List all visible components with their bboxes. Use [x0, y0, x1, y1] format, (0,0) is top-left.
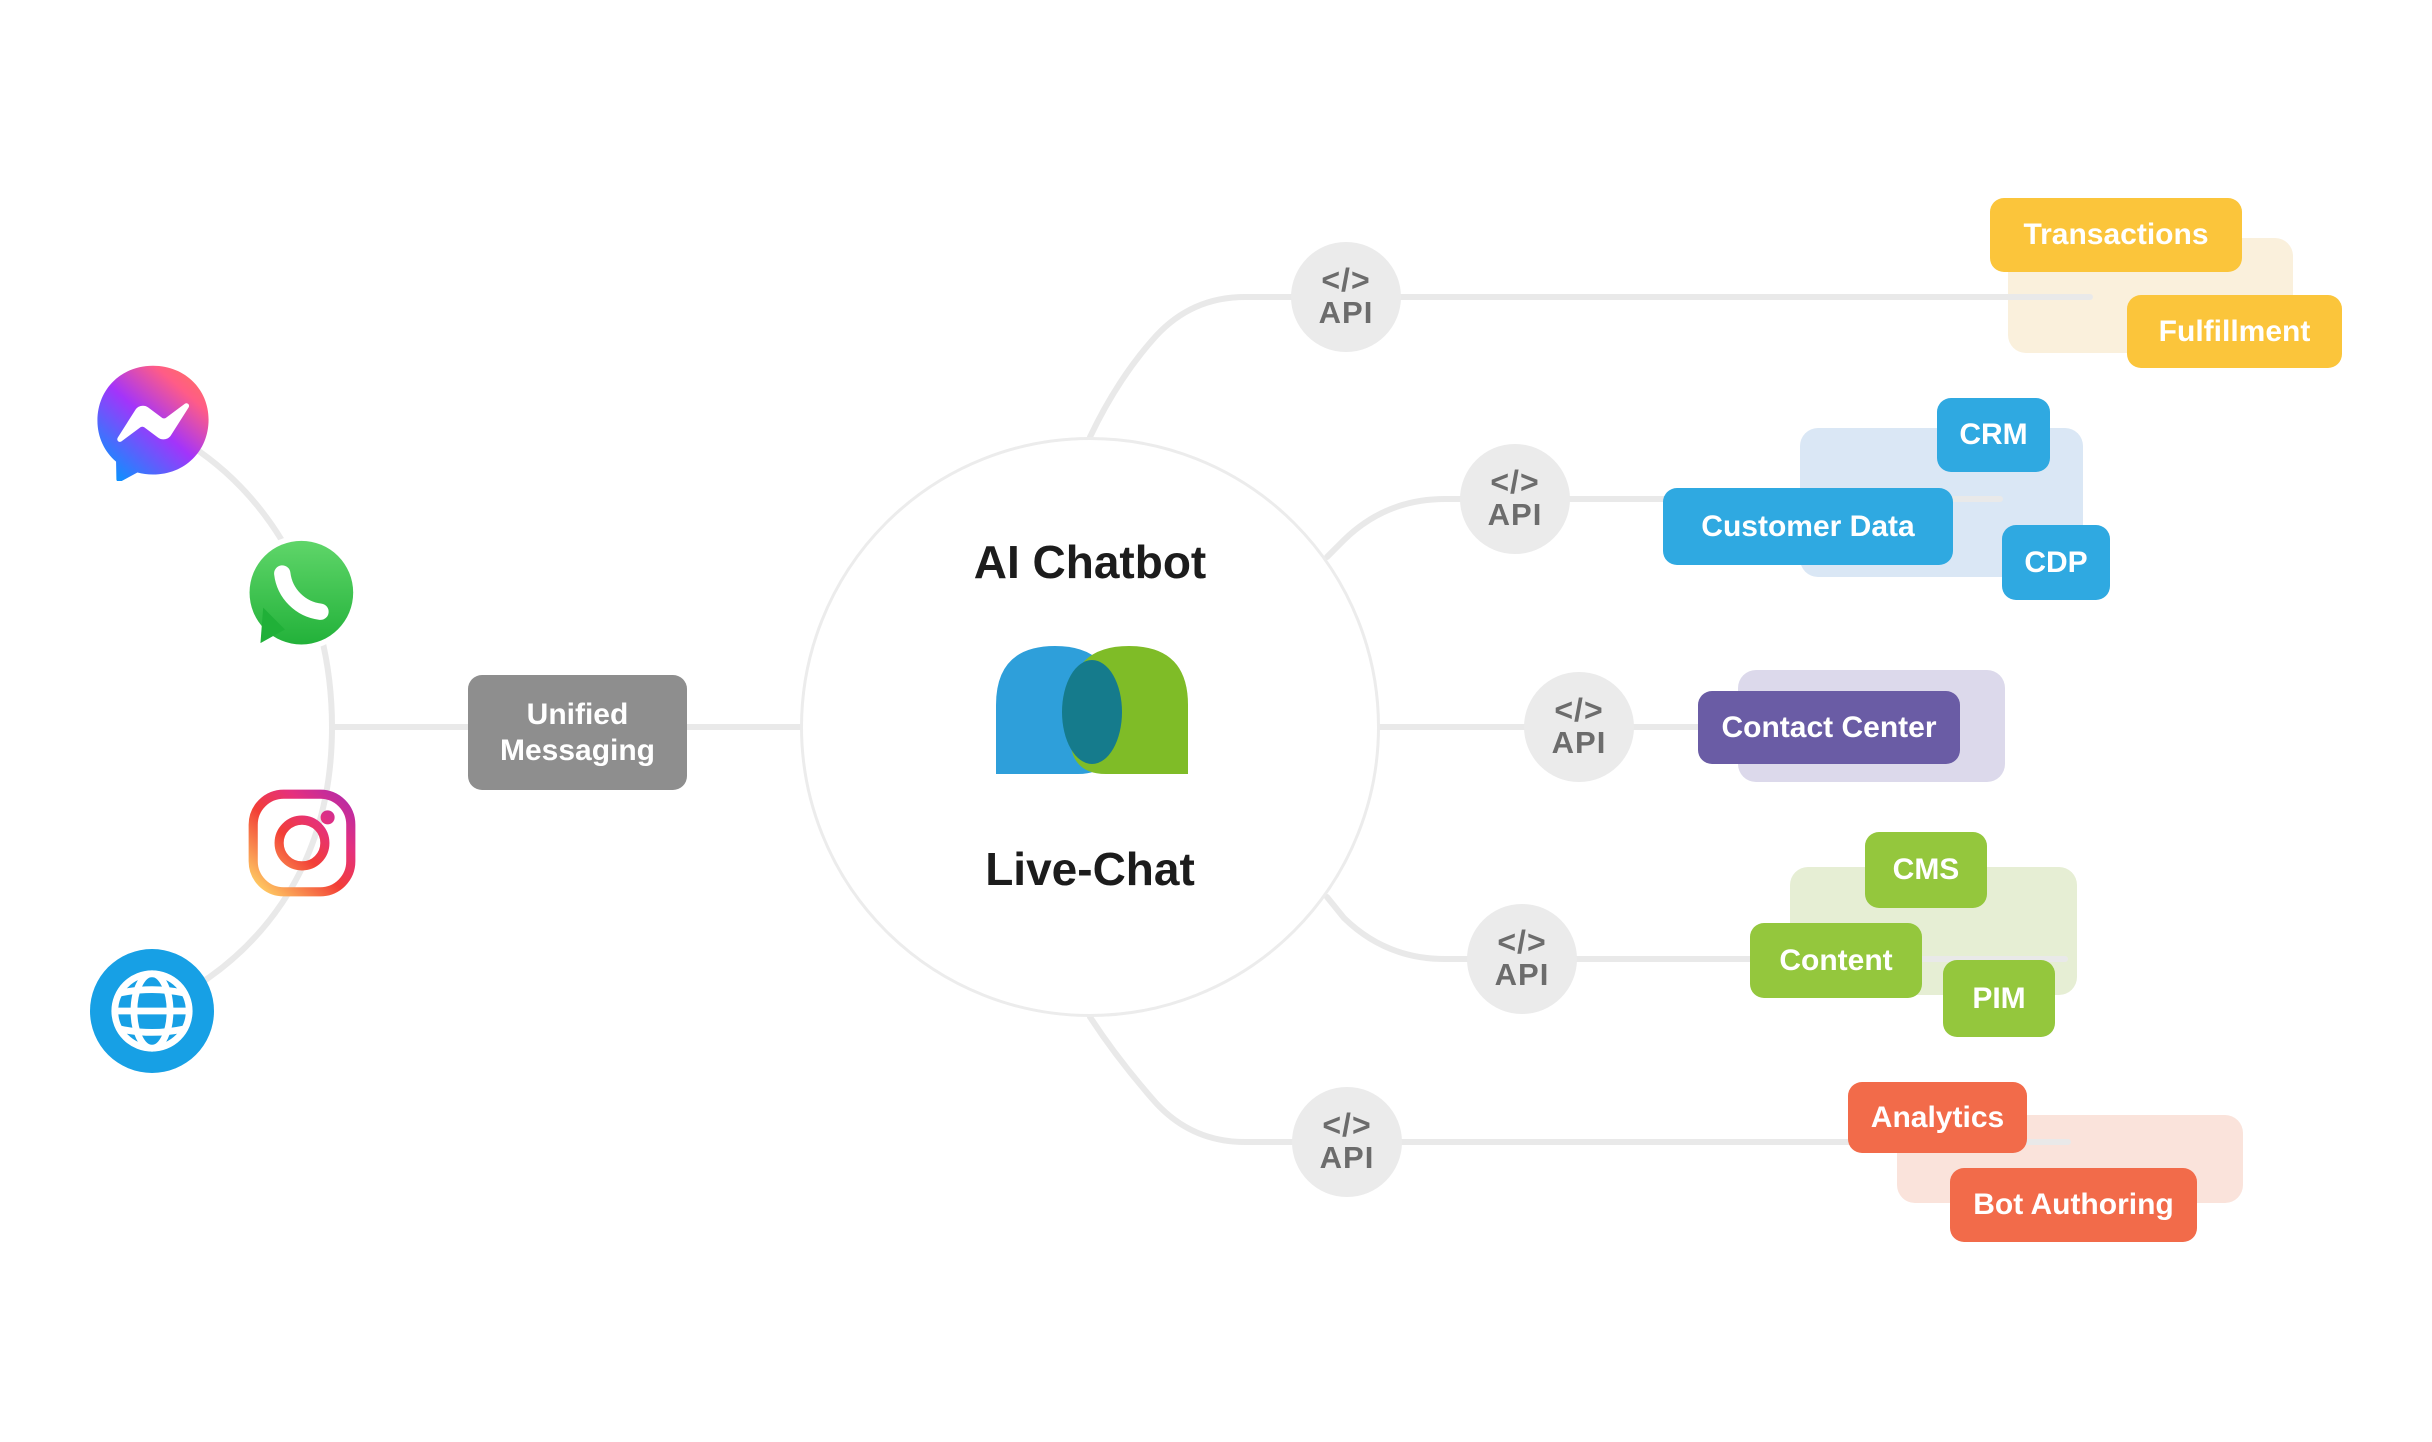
cdp-node: CDP: [2002, 525, 2110, 600]
hub-title-live-chat: Live-Chat: [985, 843, 1195, 895]
api-node-contact-center: </> API: [1524, 672, 1634, 782]
contact-center-node: Contact Center: [1698, 691, 1960, 764]
api-node-analytics: </> API: [1292, 1087, 1402, 1197]
api-label: API: [1318, 294, 1374, 330]
code-icon: </>: [1554, 691, 1604, 728]
channel-arc: [149, 422, 336, 1013]
messenger-icon: [92, 359, 214, 481]
fulfillment-node: Fulfillment: [2127, 295, 2342, 368]
customer-data-node: Customer Data: [1663, 488, 1953, 565]
api-node-content: </> API: [1467, 904, 1577, 1014]
crm-node: CRM: [1937, 398, 2050, 472]
bot-authoring-node: Bot Authoring: [1950, 1168, 2197, 1242]
api-node-customer-data: </> API: [1460, 444, 1570, 554]
transactions-node: Transactions: [1990, 198, 2242, 272]
hub-title-ai-chatbot: AI Chatbot: [973, 536, 1207, 588]
globe-icon: [90, 949, 214, 1073]
chat-logo-icon: [996, 646, 1188, 774]
code-icon: </>: [1321, 261, 1371, 298]
analytics-node: Analytics: [1848, 1082, 2027, 1153]
pim-node: PIM: [1943, 960, 2055, 1037]
api-link-1: [1087, 294, 2093, 440]
cms-node: CMS: [1865, 832, 1987, 908]
code-icon: </>: [1490, 463, 1540, 500]
unified-messaging-node: Unified Messaging: [468, 675, 687, 790]
api-node-commerce: </> API: [1291, 242, 1401, 352]
code-icon: </>: [1497, 923, 1547, 960]
code-icon: </>: [1322, 1106, 1372, 1143]
unified-messaging-label: Unified Messaging: [499, 697, 656, 767]
api-label: API: [1487, 496, 1543, 532]
whatsapp-icon: [240, 534, 360, 654]
hub-circle: AI Chatbot Live-Chat: [800, 437, 1380, 1017]
api-link-2: [1324, 496, 2003, 560]
api-link-4: [1324, 894, 2068, 962]
api-link-5: [1087, 1014, 2071, 1145]
instagram-icon: [241, 782, 363, 904]
api-label: API: [1494, 956, 1550, 992]
content-node: Content: [1750, 923, 1922, 998]
api-label: API: [1551, 724, 1607, 760]
api-label: API: [1319, 1139, 1375, 1175]
